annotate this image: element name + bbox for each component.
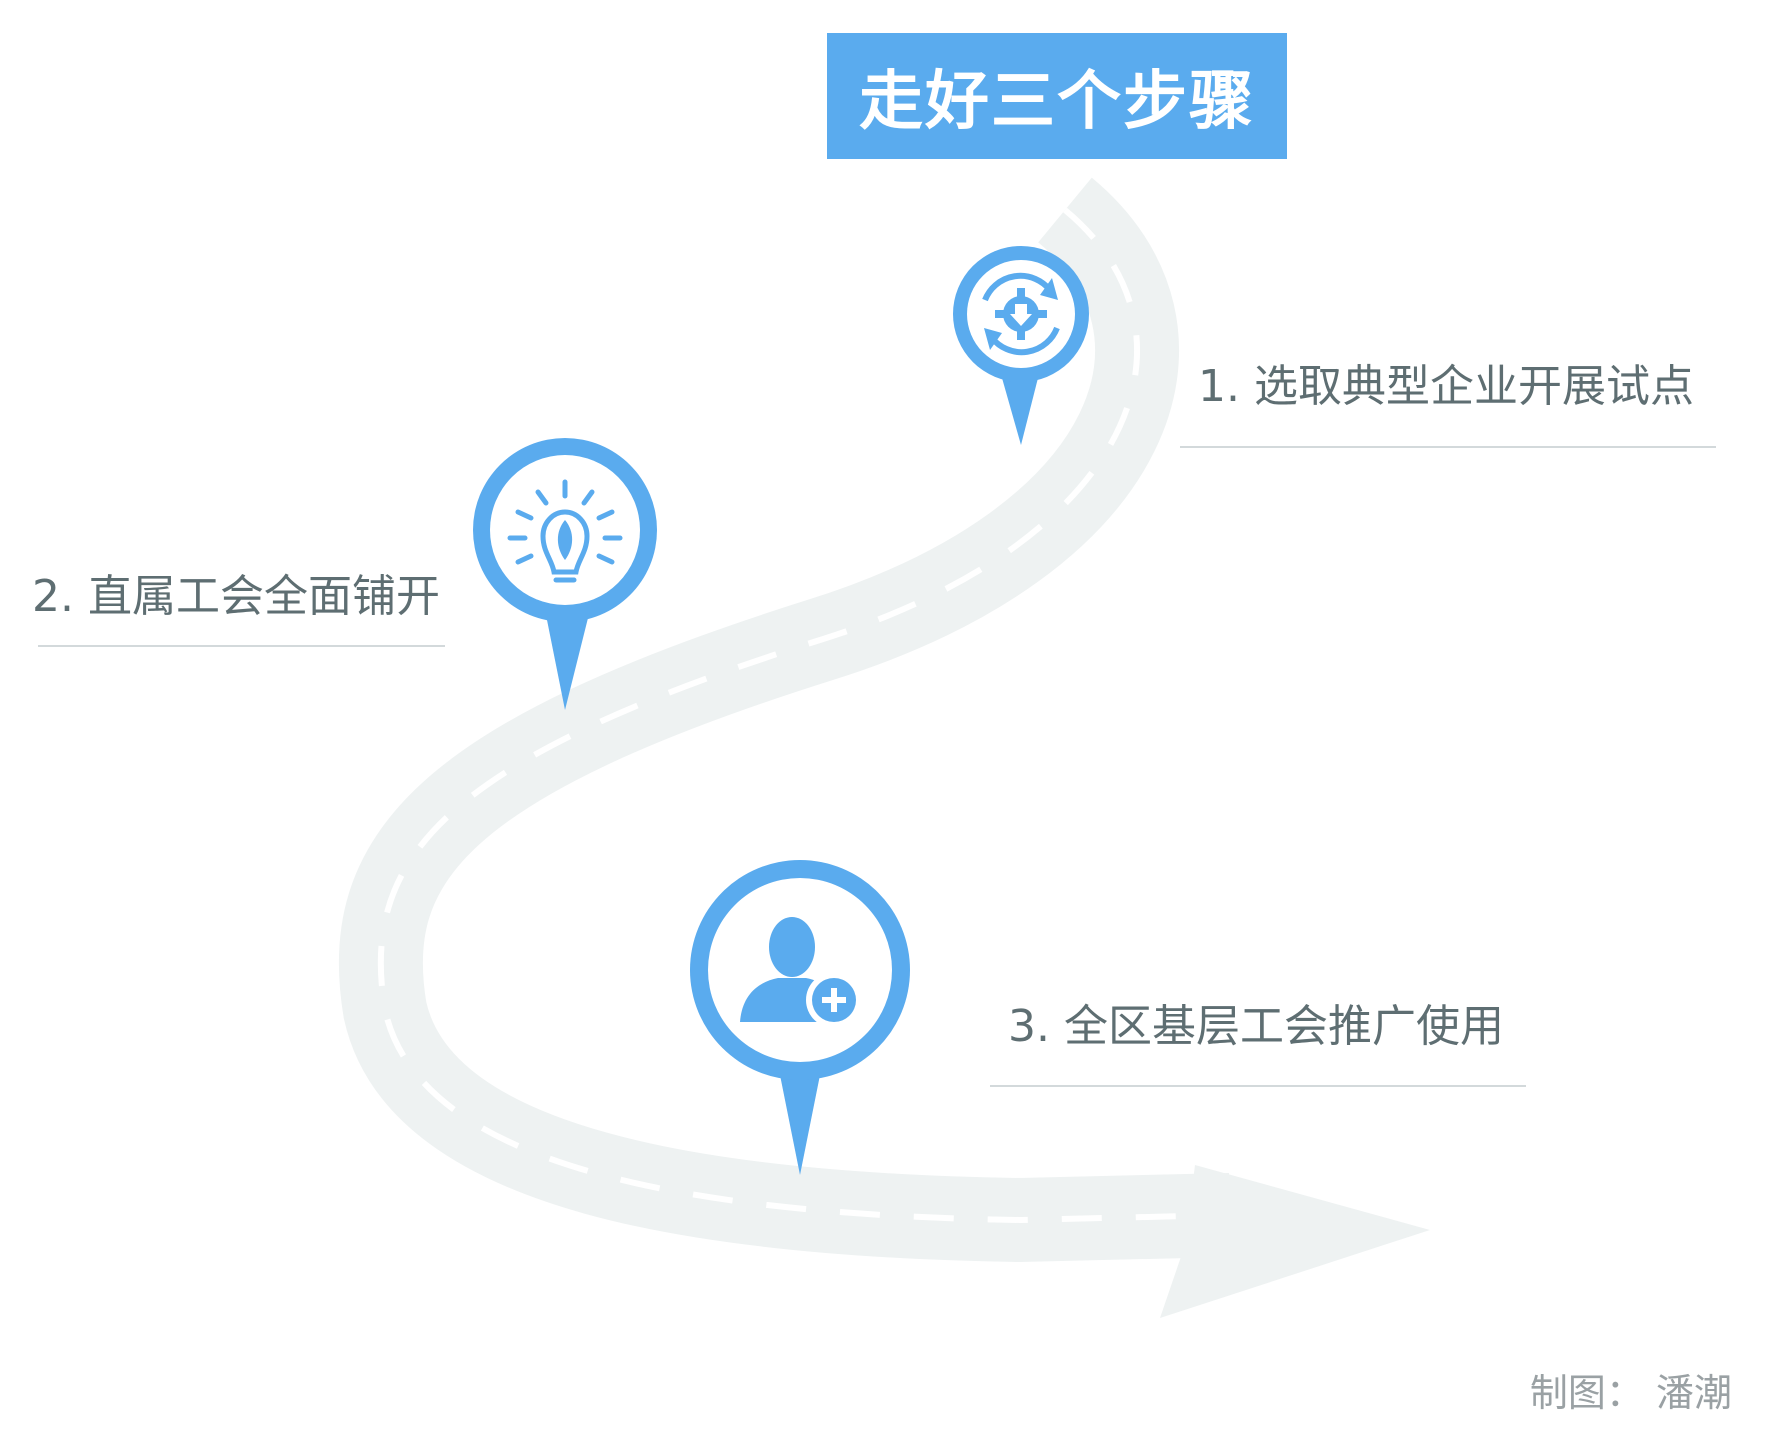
gear-refresh-icon bbox=[982, 272, 1060, 356]
step-1-marker[interactable] bbox=[953, 246, 1089, 445]
step-2-marker[interactable] bbox=[473, 438, 657, 710]
step-1-label: 1. 选取典型企业开展试点 bbox=[1198, 361, 1694, 412]
road-arrow-head bbox=[1160, 1165, 1430, 1318]
step-1-divider bbox=[1180, 446, 1716, 448]
step-3-divider bbox=[990, 1085, 1526, 1087]
page-title: 走好三个步骤 bbox=[859, 65, 1255, 139]
step-2-label: 2. 直属工会全面铺开 bbox=[32, 571, 440, 622]
lightbulb-leaf-icon bbox=[507, 479, 623, 583]
step-2-divider bbox=[38, 645, 445, 647]
credit: 制图： 潘潮 bbox=[1529, 1371, 1732, 1415]
user-add-icon bbox=[740, 917, 862, 1028]
title-banner: 走好三个步骤 bbox=[827, 33, 1287, 159]
title-background bbox=[827, 33, 1287, 159]
step-3-label: 3. 全区基层工会推广使用 bbox=[1008, 1001, 1504, 1052]
step-3-marker[interactable] bbox=[690, 860, 910, 1175]
